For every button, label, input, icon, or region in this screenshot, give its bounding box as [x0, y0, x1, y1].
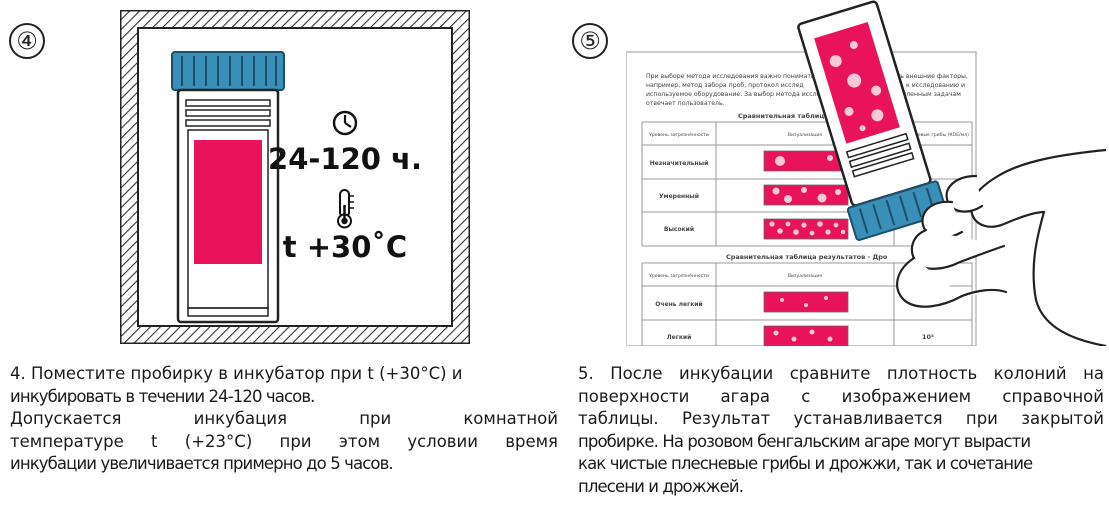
- doc-intro-line-3b: оставленным задачам: [888, 91, 961, 98]
- sample-strip-very-light: [763, 291, 849, 313]
- incubation-temperature: t +30˚C: [283, 230, 407, 264]
- table2-header-visual: Визуализация: [788, 273, 822, 279]
- table1-row-1-label: Незначительный: [650, 160, 709, 167]
- step-5-caption: 5. После инкубации сравните плотность ко…: [578, 363, 1104, 506]
- step-4-line-2: инкубировать в течении 24-120 часов.: [10, 386, 315, 406]
- doc-intro-line-4: отвечает пользователь.: [646, 100, 725, 107]
- agar-medium: [194, 140, 262, 264]
- table2-header-level: Уровень загрязнённости: [649, 273, 709, 279]
- table1-title: Сравнительная таблица результ: [738, 112, 861, 120]
- step-5-line-3: таблицы. Результат устанавливается при з…: [578, 409, 1104, 428]
- doc-intro-line-3: используемое оборудование. За выбор мето…: [646, 90, 832, 98]
- table2-row-2-value: 10³: [922, 333, 934, 341]
- table2-title: Сравнительная таблица результатов - Дро: [726, 253, 888, 261]
- sample-strip-light: [763, 325, 849, 346]
- step-5-line-2: поверхности агара с изображением справоч…: [578, 386, 1104, 406]
- step-5-number: ⑤: [572, 23, 608, 59]
- sample-strip-high: [763, 218, 849, 240]
- table2-row-2-label: Легкий: [667, 334, 692, 341]
- doc-intro-line-2: например, метод забора проб, протокол ис…: [646, 81, 804, 89]
- hand-illustration: [896, 148, 1106, 346]
- held-tube-cap: [846, 180, 948, 241]
- table1-row-3-label: Высокий: [664, 226, 694, 233]
- table2-row-1-label: Очень легкий: [655, 301, 702, 308]
- step-5-line-4: пробирке. На розовом бенгальским агаре м…: [578, 431, 1031, 451]
- step-4-word-1: Допускается: [10, 409, 122, 428]
- step-4-line-3: Допускается инкубация при комнатной: [10, 408, 558, 431]
- doc-intro-line-1b: мить внешние факторы,: [888, 73, 968, 80]
- thermometer-icon: [337, 189, 354, 229]
- step-4-line-5: инкубации увеличивается примерно до 5 ча…: [10, 454, 394, 473]
- comparison-illustration: При выборе метода исследования важно пон…: [626, 0, 1106, 346]
- table1-header-cfu: Плесневые грибы (КОЕ/мл): [903, 132, 969, 138]
- step-4-word-4: комнатной: [463, 409, 558, 428]
- step-4-number: ④: [9, 23, 45, 59]
- held-test-tube: [797, 0, 948, 241]
- clock-icon: [332, 110, 358, 136]
- step-4-caption: 4. Поместите пробирку в инкубатор при t …: [10, 363, 558, 476]
- step-5-line-1: 5. После инкубации сравните плотность ко…: [578, 364, 1104, 383]
- step-4-word-2: инкубация: [193, 409, 288, 428]
- table1-header-level: Уровень загрязнённости: [649, 132, 709, 138]
- incubator-illustration: 24-120 ч. t +30˚C: [120, 10, 470, 344]
- incubation-time: 24-120 ч.: [268, 142, 422, 176]
- doc-intro-line-1: При выборе метода исследования важно пон…: [646, 72, 823, 80]
- step-4-line-1: 4. Поместите пробирку в инкубатор при t …: [10, 364, 463, 383]
- step-4-line-4: температуре t (+23°С) при этом условии в…: [10, 431, 558, 451]
- table1-row-2-label: Умеренный: [659, 193, 699, 200]
- doc-intro-line-2b: к исследованию и: [906, 82, 965, 89]
- table1-header-visual: Визуализация: [788, 132, 822, 138]
- step-4-word-3: при: [359, 409, 392, 428]
- step-5-line-5: как чистые плесневые грибы и дрожжи, так…: [578, 454, 1033, 473]
- step-5-line-6: плесени и дрожжей.: [578, 476, 744, 496]
- test-tube: [171, 51, 285, 324]
